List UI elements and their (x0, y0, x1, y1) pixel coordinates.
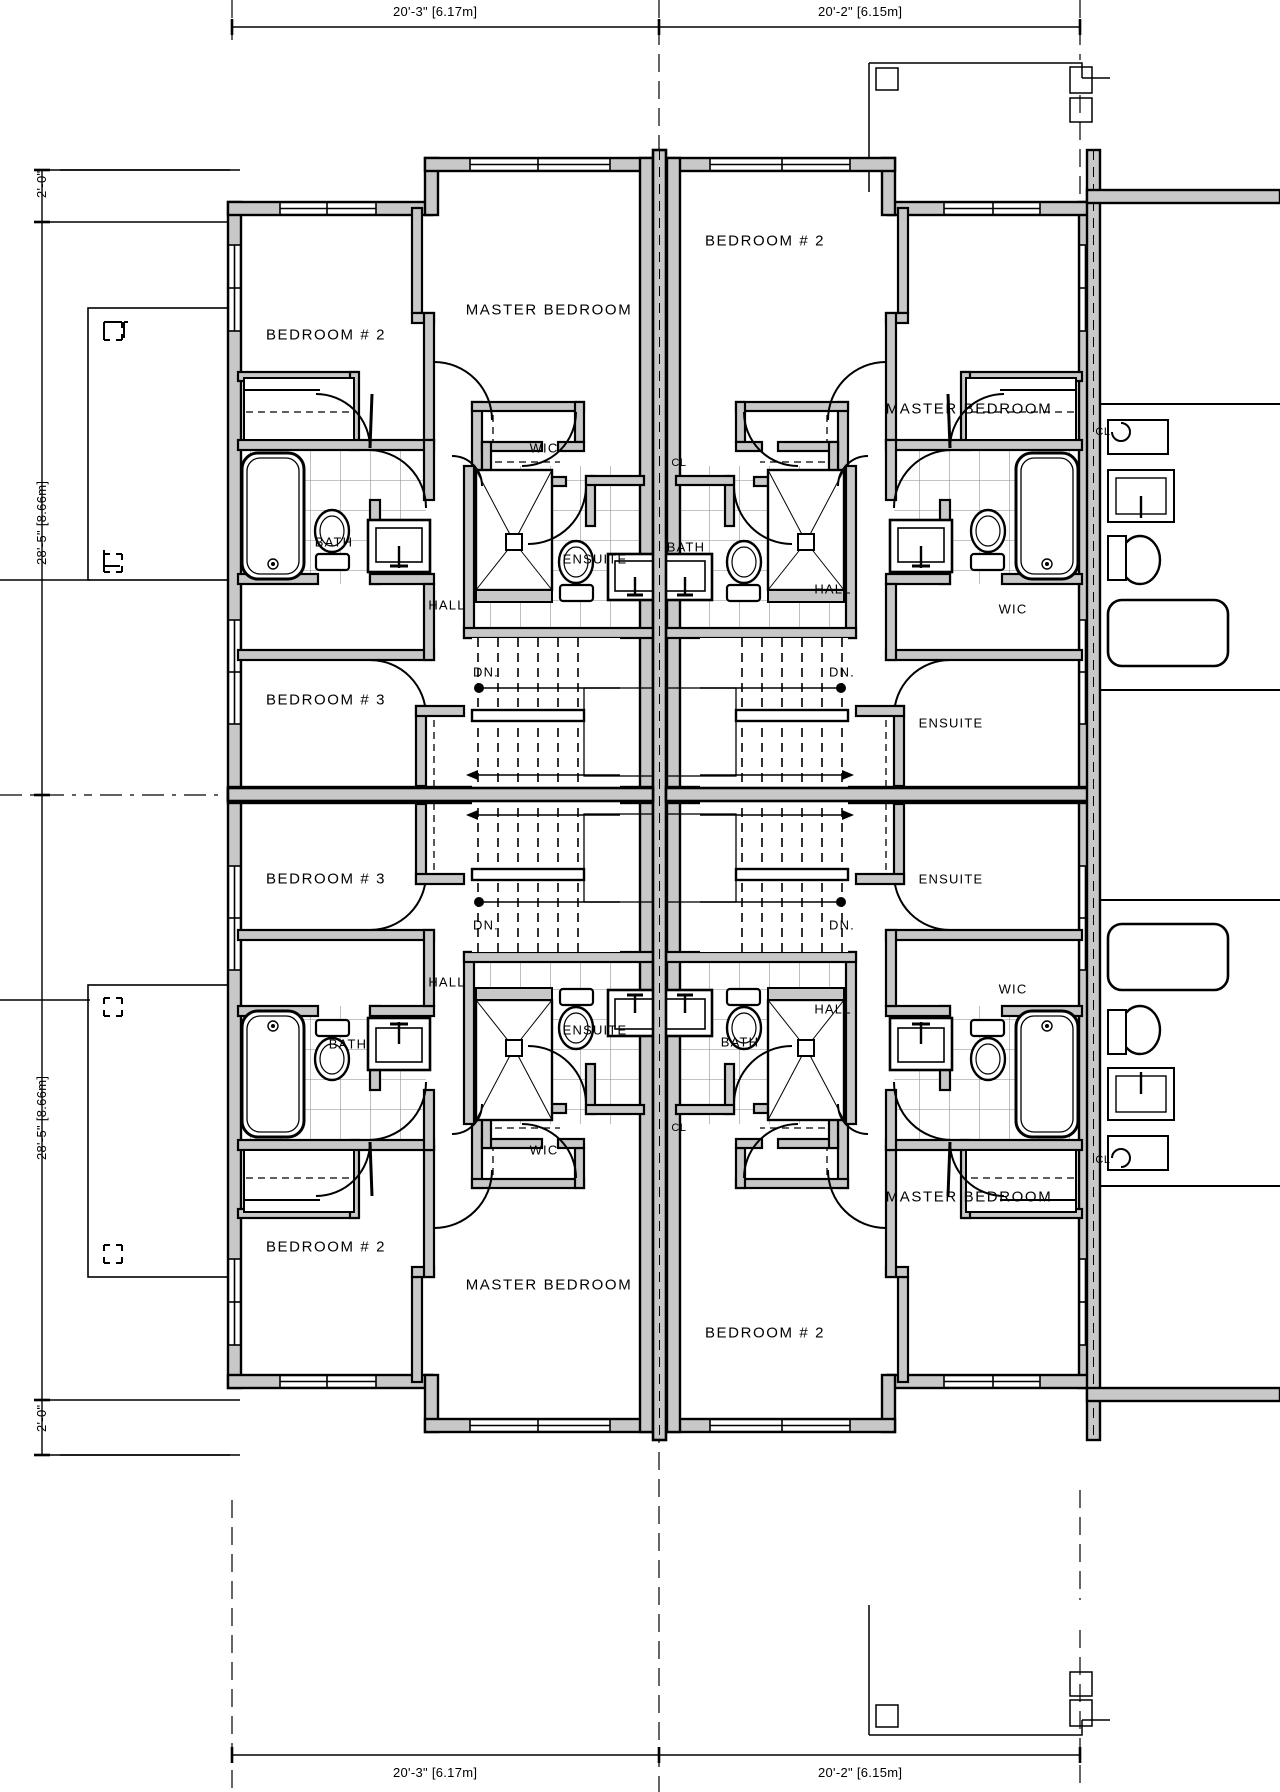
room-label-ensuite: ENSUITE (918, 871, 984, 887)
room-label-hall: HALL (814, 581, 852, 597)
room-label-ensuite: ENSUITE (918, 715, 984, 731)
room-label-hall: HALL (428, 597, 466, 613)
stair-direction-label: DN. (829, 664, 855, 680)
closet-label: CL (1095, 426, 1111, 438)
room-label-master-bedroom: MASTER BEDROOM (885, 1188, 1053, 1206)
room-label-ensuite: ENSUITE (562, 1022, 628, 1038)
exterior-reference-lines (0, 169, 230, 1456)
room-label-bath: BATH (314, 534, 354, 550)
stair-direction-label: DN. (473, 664, 499, 680)
closet-label: CL (671, 1122, 687, 1134)
roof-footprint-lower (868, 1605, 1110, 1736)
dimension-top-left: 20'-3" [6.17m] (393, 4, 478, 19)
stair-direction-label: DN. (829, 917, 855, 933)
room-label-bedroom-2: BEDROOM # 2 (265, 1238, 387, 1256)
room-label-ensuite: ENSUITE (562, 551, 628, 567)
room-label-bedroom-2: BEDROOM # 2 (704, 232, 826, 250)
room-label-wic: WIC (529, 440, 559, 456)
stair-direction-label: DN. (473, 917, 499, 933)
dimension-left-upper-depth: 28'-5" [8.66m] (34, 480, 49, 565)
room-label-wic: WIC (529, 1142, 559, 1158)
room-label-hall: HALL (428, 974, 466, 990)
dimension-top-right: 20'-2" [6.15m] (818, 4, 903, 19)
dimension-left-lower-depth: 28'-5" [8.66m] (34, 1075, 49, 1160)
room-label-bedroom-3: BEDROOM # 3 (265, 870, 387, 888)
room-label-bath: BATH (666, 539, 706, 555)
dimension-bottom-left: 20'-3" [6.17m] (393, 1765, 478, 1780)
room-label-master-bedroom: MASTER BEDROOM (885, 400, 1053, 418)
adjacent-unit-right (1085, 148, 1280, 1442)
room-label-wic: WIC (998, 601, 1028, 617)
dimension-left-bottom-offset: 2'-0" (34, 1404, 49, 1432)
room-label-hall: HALL (814, 1001, 852, 1017)
room-label-bath: BATH (328, 1036, 368, 1052)
party-wall-horizontal (226, 786, 1093, 803)
adjacent-unit-fixtures (1100, 403, 1280, 1187)
room-label-master-bedroom: MASTER BEDROOM (465, 1276, 633, 1294)
room-label-bedroom-3: BEDROOM # 3 (265, 691, 387, 709)
party-wall-center (651, 148, 668, 1442)
room-label-bath: BATH (720, 1034, 760, 1050)
dimension-bottom-right: 20'-2" [6.15m] (818, 1765, 903, 1780)
room-label-wic: WIC (998, 981, 1028, 997)
closet-label: CL (671, 457, 687, 469)
room-label-master-bedroom: MASTER BEDROOM (465, 301, 633, 319)
dimension-left-top-offset: 2'-0" (34, 170, 49, 198)
closet-label: CL (1095, 1154, 1111, 1166)
room-label-bedroom-2: BEDROOM # 2 (265, 326, 387, 344)
room-label-bedroom-2: BEDROOM # 2 (704, 1324, 826, 1342)
